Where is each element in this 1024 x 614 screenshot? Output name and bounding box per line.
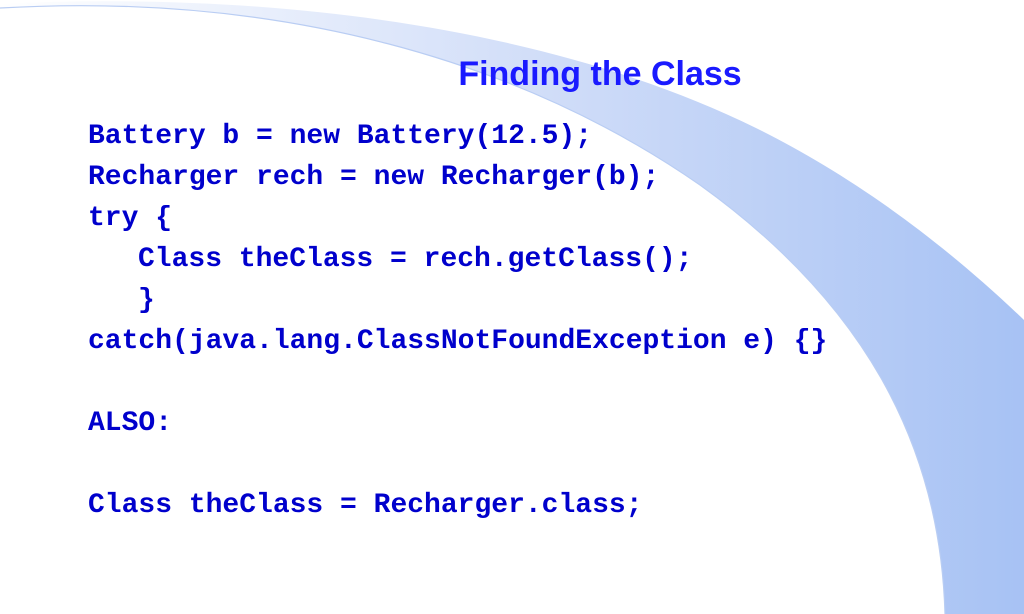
code-line: try {	[88, 203, 173, 234]
code-block: Battery b = new Battery(12.5); Recharger…	[88, 116, 827, 526]
code-line: Recharger rech = new Recharger(b);	[88, 162, 660, 193]
code-line: }	[138, 285, 155, 316]
slide-title: Finding the Class	[458, 55, 742, 93]
code-line: catch(java.lang.ClassNotFoundException e…	[88, 326, 828, 357]
code-line: Class theClass = rech.getClass();	[138, 244, 693, 275]
blank-line	[88, 444, 827, 485]
blank-line	[88, 362, 827, 403]
code-line: Class theClass = Recharger.class;	[88, 490, 643, 521]
code-line: Battery b = new Battery(12.5);	[88, 121, 593, 152]
code-line: ALSO:	[88, 408, 173, 439]
